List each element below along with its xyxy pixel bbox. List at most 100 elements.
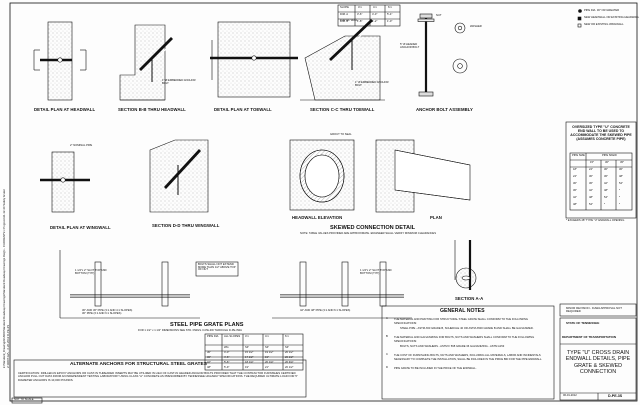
- section-c-graphic: [300, 18, 385, 101]
- wingwall-plan-graphic: [40, 151, 90, 213]
- grate-table-header: 6:1: [285, 335, 289, 338]
- slope-header-1: 3:1: [358, 6, 362, 9]
- anchor-label-c: 1" Ø EMBEDDED ANCHOR BOLT: [355, 81, 389, 87]
- caption-grate-plans: STEEL PIPE GRATE PLANS: [170, 322, 244, 328]
- grate-table-header: 4:1: [265, 335, 269, 338]
- grate-table-header: 3:1: [245, 335, 249, 338]
- grate-table-cell: 42": [207, 361, 211, 364]
- nut-label: NUT: [436, 14, 442, 17]
- section-b-graphic: [119, 24, 176, 101]
- slope-header-0: SLOPE: [340, 6, 349, 9]
- oversized-cell: *: [619, 196, 621, 199]
- slope-row-b-label: DIM. B: [340, 20, 349, 23]
- oversized-title: OVERSIZED TYPE "U" CONCRETE END WALL TO …: [570, 125, 632, 142]
- caption-section-c: SECTION C-C THRU TOEWALL: [310, 107, 375, 112]
- slope-header-2: 4:1: [373, 6, 377, 9]
- grate-table-cell: 20 3/4": [285, 361, 294, 364]
- caption-headwall-plan: DETAIL PLAN AT HEADWALL: [34, 107, 96, 112]
- oversized-cell: 42": [604, 182, 608, 185]
- section-a-graphic: [454, 240, 477, 290]
- oversized-sub-30: 30°: [605, 161, 610, 164]
- oversized-cell: 36": [619, 168, 623, 171]
- grate-table-cell: 15 1/2": [245, 351, 254, 354]
- grate-plans-sub: FOR 1 1/2" x 1 1/2" DIMENSIONS SEE STD. …: [138, 329, 242, 332]
- grate-table-subheader: SP: [265, 346, 269, 349]
- oversized-cell: 24": [573, 175, 577, 178]
- grate-table-subheader: SP: [245, 346, 249, 349]
- grate-table-header: PIPE DIA.: [207, 335, 220, 338]
- oversized-cell: 48": [573, 203, 577, 206]
- grate-table-cell: 5'-9": [224, 366, 230, 369]
- note-text: BOLTS, NUTS AND WASHERS - ASTM F 568 GRA…: [400, 345, 505, 348]
- slope-row-b-1: 1'-8": [357, 20, 363, 23]
- note-text: THE MATERIAL AND GALVANIZING FOR BOLTS, …: [394, 336, 535, 343]
- oversized-table-grid: [569, 152, 633, 211]
- grate-table-cell: 19": [245, 366, 249, 369]
- not-to-scale: NOT TO SCALE: [14, 398, 34, 401]
- slope-row-b-3: 1'-0": [387, 20, 393, 23]
- headwall-plan-graphic: [33, 21, 87, 101]
- caption-section-a: SECTION A-A: [455, 296, 484, 301]
- tb-title: TYPE "U" CROSS DRAIN ENDWALL DETAILS, PI…: [565, 350, 631, 376]
- tb-state: STATE OF TENNESSEE: [566, 321, 600, 325]
- top-of-wall-label: TOP OF WALL: [340, 19, 358, 22]
- oversized-cell: 24": [589, 168, 593, 171]
- toewall-plan-graphic: [210, 21, 298, 98]
- grate-table-subheader: WG: [224, 346, 229, 349]
- anchor-label-assembly: 5" Ø HEADED ANCHOR BOLT: [400, 43, 420, 49]
- oversized-header-skew: PIPE SKEW: [602, 154, 617, 157]
- grate-table-cell: 20 1/2": [285, 351, 294, 354]
- oversized-cell: 36": [573, 189, 577, 192]
- caption-section-b: SECTION B-B THRU HEADWALL: [118, 107, 186, 112]
- bolt-note: BOLTS SHALL NOT EXTEND MORE THAN 1/2" AB…: [198, 263, 236, 272]
- slope-row-a-2: 4'-3": [372, 13, 378, 16]
- note-text: THE MATERIAL AND PAINTING FOR STRUCTURAL…: [394, 318, 528, 325]
- grate-table-cell: 19": [265, 356, 269, 359]
- oversized-cell: 54": [619, 182, 623, 185]
- oversized-cell: 30": [573, 182, 577, 185]
- grate-table-cell: 20 1/2": [285, 366, 294, 369]
- oversized-cell: 48": [619, 175, 623, 178]
- grate-table-grid: [204, 333, 304, 371]
- grate-table-cell: 20 1/2": [285, 356, 294, 359]
- anchor-label-b: 1" Ø EMBEDDED ANCHOR BOLT: [162, 79, 196, 85]
- oversized-header-size: PIPE SIZE: [572, 154, 585, 157]
- section-d-graphic: [149, 139, 209, 213]
- grate-table-cell: 17 1/2": [245, 356, 254, 359]
- caption-anchor-bolt: ANCHOR BOLT ASSEMBLY: [416, 107, 473, 112]
- note-letter: A: [386, 317, 388, 320]
- legend-item-1: PIPE DIA. 30" OR GREATER: [584, 9, 620, 12]
- oversized-cell: *: [619, 203, 621, 206]
- grate-table-cell: 36": [207, 356, 211, 359]
- oversized-cell: 36": [589, 182, 593, 185]
- grate-table-cell: 18 1/4": [245, 361, 254, 364]
- slope-row-b-2: 1'-2": [372, 20, 378, 23]
- note-text: STEEL PIPE - ASTM A53 GRADE B, SCHEDULE …: [400, 327, 534, 330]
- grate-table-cell: 20 1/4": [265, 361, 274, 364]
- grate-table-cell: 21": [265, 366, 269, 369]
- slope-row-a-1: 3'-6": [357, 13, 363, 16]
- caption-wingwall-plan: DETAIL PLAN AT WINGWALL: [50, 225, 111, 230]
- oversized-cell: 48": [604, 189, 608, 192]
- alt-anchors-body: CERTIFICATION: DRILLED-IN EPOXY ANCHORS …: [18, 371, 298, 382]
- oversized-cell: 42": [589, 189, 593, 192]
- revision-note: MINOR REVISION - FHWA APPROVAL NOT REQUI…: [566, 306, 622, 314]
- washer-label: WASHER: [470, 25, 482, 28]
- legend-item-2: NEW HEADWALL OR EXISTING HEADWALL: [584, 16, 640, 19]
- caption-section-d: SECTION D-D THRU WINGWALL: [152, 223, 220, 228]
- grate-left-caption: 30" AND 36" PIPE (3:1 AND 4:1 SLOPES) 30…: [82, 309, 133, 315]
- skewed-note: NOTE: TABLE VALUES PROVIDED ARE APPROXIM…: [300, 232, 436, 235]
- headwall-elevation-graphic: [289, 139, 355, 211]
- grate-right-caption: 42" AND 48" PIPE (3:1 AND 6:1 SLOPES): [300, 309, 351, 312]
- note-letter: C: [386, 353, 388, 356]
- general-notes-title: GENERAL NOTES: [440, 308, 485, 314]
- slot-note-right: 1 1/4"x 2" SLOT TOP AND BOTTOM (TYP): [360, 269, 392, 275]
- grate-table-cell: 4'-0": [224, 351, 230, 354]
- slope-row-a-label: DIM. A: [340, 13, 349, 16]
- oversized-cell: 36": [604, 175, 608, 178]
- grate-right-graphic: [272, 261, 412, 319]
- tb-date: 06-01-2012: [563, 394, 577, 397]
- nominal-pipe-label: 2" NOMINAL PIPE: [70, 144, 93, 147]
